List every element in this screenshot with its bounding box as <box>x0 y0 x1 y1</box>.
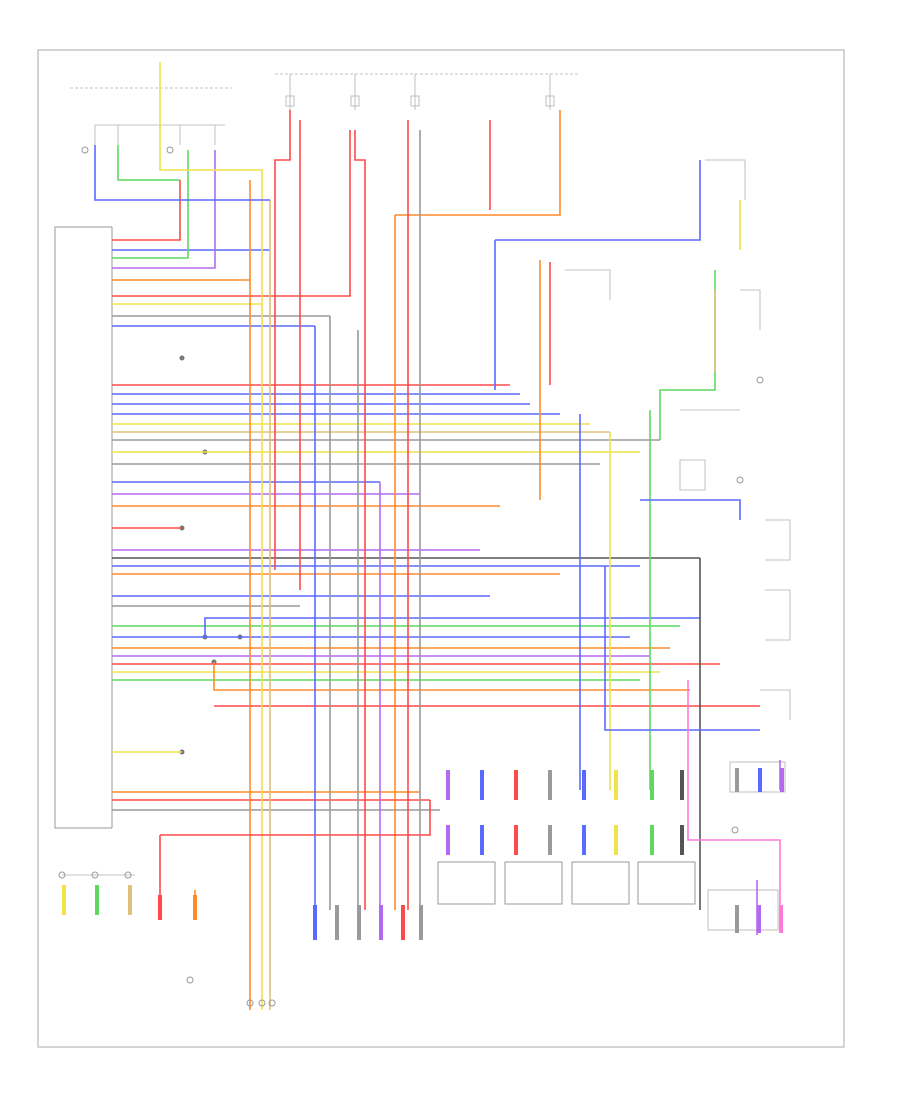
wire-green-trunk-3 <box>659 270 716 440</box>
wire-blue-trunk-1 <box>94 145 270 201</box>
injector-boxes <box>437 861 696 905</box>
wire-red-1 <box>112 180 181 241</box>
ground-symbols <box>186 976 276 1007</box>
wire-orange-trunk-2 <box>395 110 561 216</box>
wire-pink-trunk-1 <box>687 680 781 910</box>
wire-yellow-trunk-1 <box>159 62 263 1010</box>
wire-harness <box>94 62 781 1010</box>
splice-points <box>179 355 243 755</box>
injector-4-box <box>637 861 696 905</box>
wire-blue-trunk-5 <box>640 499 741 520</box>
wire-red-trunk-7 <box>160 800 431 836</box>
bottom-right-pins <box>735 768 784 933</box>
fuse-panel-bus <box>275 73 580 110</box>
injector-1-box <box>437 861 496 905</box>
injector-pin-group-1 <box>446 770 684 800</box>
wire-green-trunk-1 <box>117 145 180 181</box>
wire-red-trunk-1 <box>274 110 291 570</box>
wire-orange-5 <box>213 662 690 691</box>
left-bottom-pins <box>62 885 197 920</box>
diagram-border <box>37 49 845 1048</box>
bottom-right-connector <box>707 761 786 931</box>
relay-group-top-left <box>70 87 232 154</box>
right-components <box>565 159 791 834</box>
wire-red-trunk-3 <box>354 130 366 910</box>
wire-green-1 <box>112 150 189 259</box>
injector-2-box <box>504 861 563 905</box>
wire-blue-10 <box>204 617 700 637</box>
injector-pins <box>62 768 784 940</box>
wire-violet-1 <box>112 150 216 269</box>
wire-blue-trunk-7 <box>604 566 760 731</box>
injector-3-box <box>571 861 630 905</box>
bottom-left-sensor <box>58 871 135 879</box>
sensor-pins-bottom <box>313 905 423 940</box>
ecu-connector-block <box>54 226 113 829</box>
wire-blue-trunk-6 <box>495 160 701 241</box>
injector-pin-group-2 <box>446 825 684 855</box>
wire-red-2 <box>112 130 351 297</box>
